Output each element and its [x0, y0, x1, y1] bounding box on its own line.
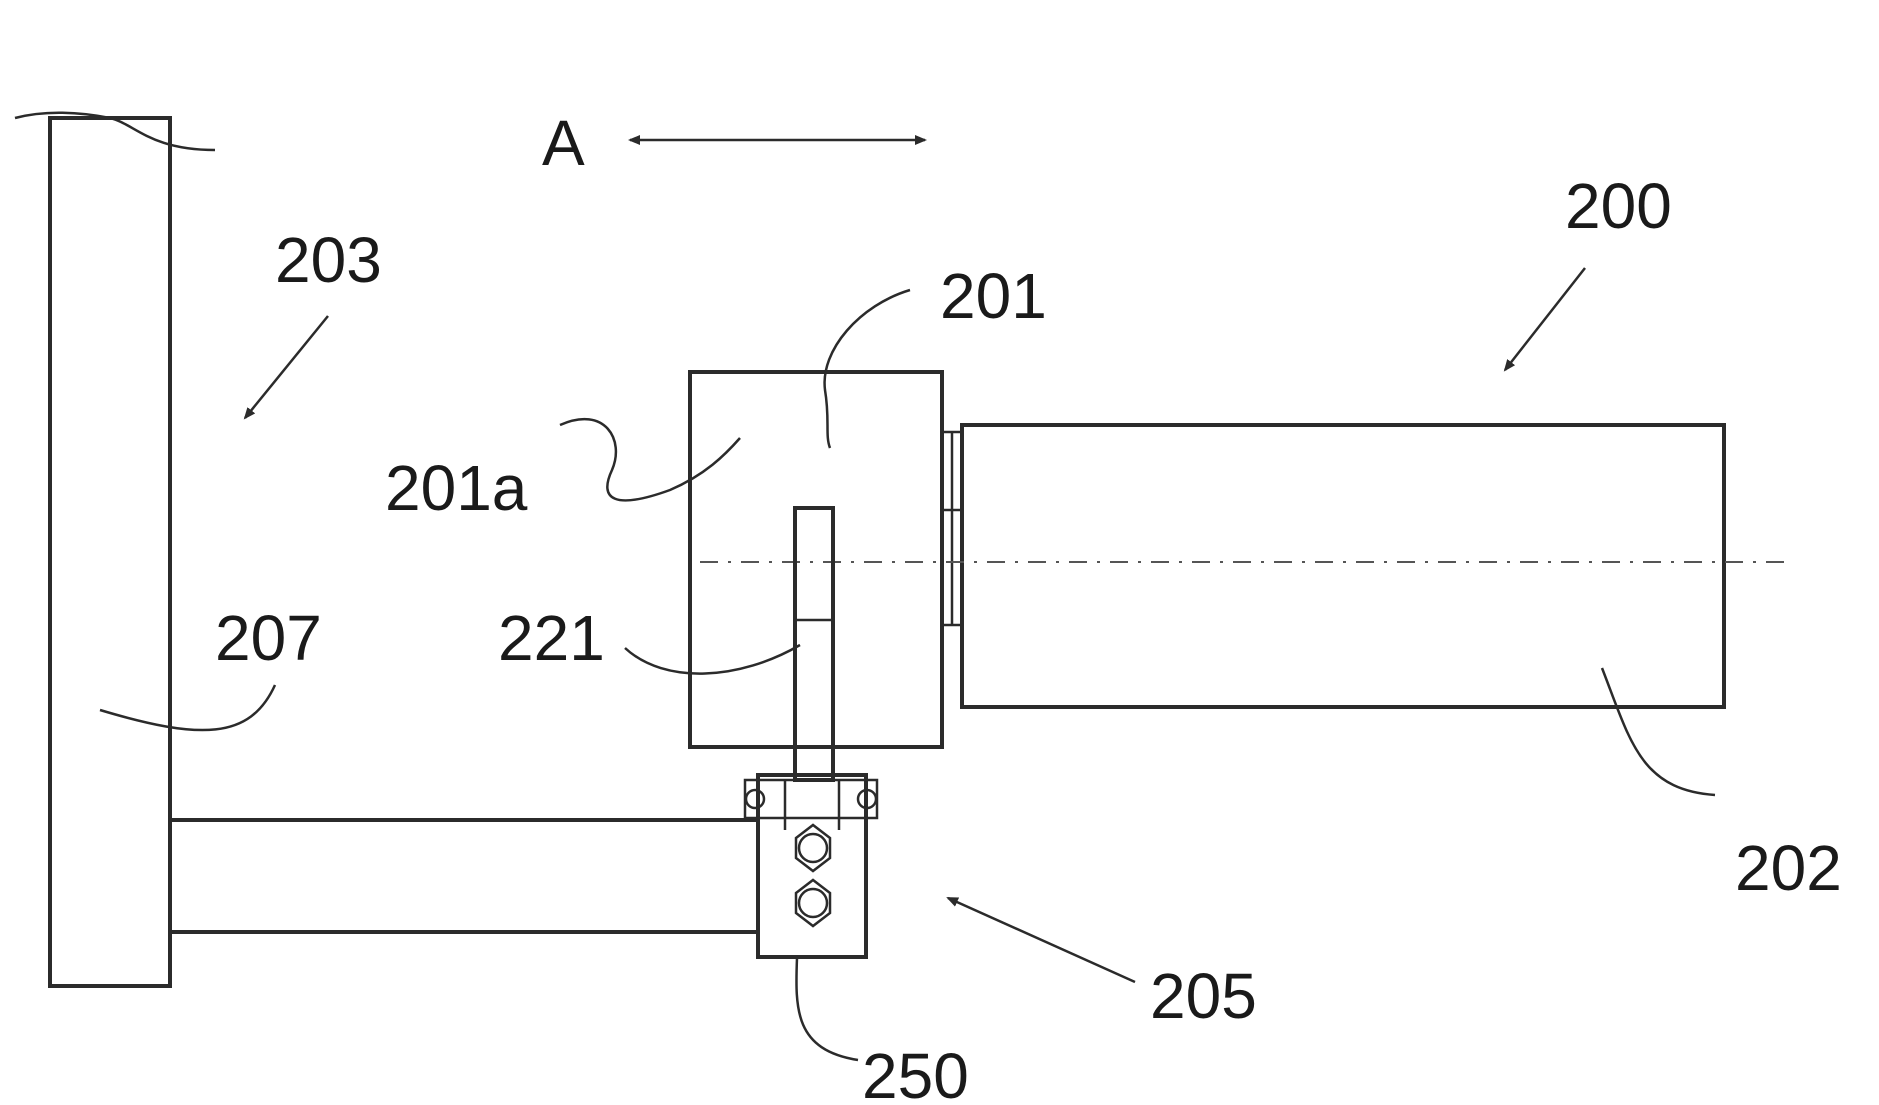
leader-203	[245, 316, 328, 418]
label-202: 202	[1735, 832, 1842, 904]
leader-200	[1505, 268, 1585, 370]
callout-205: 205	[948, 898, 1257, 1032]
leader-202	[1602, 668, 1715, 795]
callout-203: 203	[245, 224, 382, 418]
callout-202: 202	[1602, 668, 1842, 904]
label-250: 250	[862, 1040, 969, 1105]
callout-250: 250	[796, 958, 968, 1105]
label-207: 207	[215, 602, 322, 674]
label-201: 201	[940, 260, 1047, 332]
label-200: 200	[1565, 170, 1672, 242]
bracket-body	[758, 775, 866, 957]
callout-201: 201	[825, 260, 1047, 448]
leader-201	[825, 290, 910, 448]
label-221: 221	[498, 602, 605, 674]
wall-207	[15, 113, 215, 986]
bracket-250	[745, 775, 877, 957]
bolt-upper	[796, 825, 830, 871]
direction-label: A	[542, 107, 585, 179]
leader-221	[625, 645, 800, 674]
callout-221: 221	[498, 602, 800, 674]
second-part-202-body	[962, 425, 1724, 707]
leader-205	[948, 898, 1135, 982]
bolt-lower	[796, 880, 830, 926]
support-rail	[170, 820, 760, 932]
label-201a: 201a	[385, 452, 528, 524]
first-part-201-body	[690, 372, 942, 747]
label-203: 203	[275, 224, 382, 296]
callout-201a: 201a	[385, 419, 740, 524]
leader-201a	[560, 419, 740, 500]
lever-221	[795, 508, 833, 780]
callout-200: 200	[1505, 170, 1672, 370]
callout-207: 207	[100, 602, 322, 730]
wall-body	[50, 118, 170, 986]
direction-arrow-a: A	[542, 107, 925, 179]
hinge-pin-left	[746, 790, 764, 808]
coupling	[942, 432, 962, 625]
lever-shaft	[795, 508, 833, 780]
leader-207	[100, 685, 275, 730]
label-205: 205	[1150, 960, 1257, 1032]
leader-250	[796, 958, 858, 1060]
